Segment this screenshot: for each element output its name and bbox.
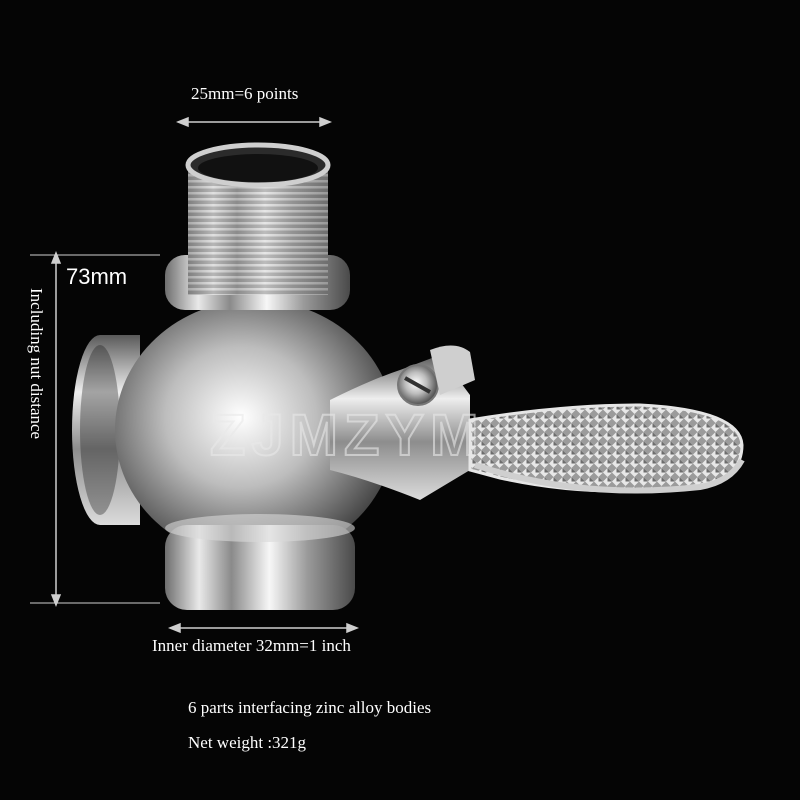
inner-diameter-label: Inner diameter 32mm=1 inch: [152, 636, 351, 655]
spec-material: 6 parts interfacing zinc alloy bodies: [188, 698, 432, 717]
lower-collar: [165, 525, 355, 610]
top-width-label: 25mm=6 points: [191, 84, 299, 103]
valve-body: [115, 300, 395, 560]
watermark-text: ZJMZYM: [210, 403, 484, 468]
spec-weight: Net weight :321g: [188, 733, 307, 752]
height-label: 73mm: [66, 264, 128, 289]
height-note-label: Including nut distance: [27, 288, 46, 440]
